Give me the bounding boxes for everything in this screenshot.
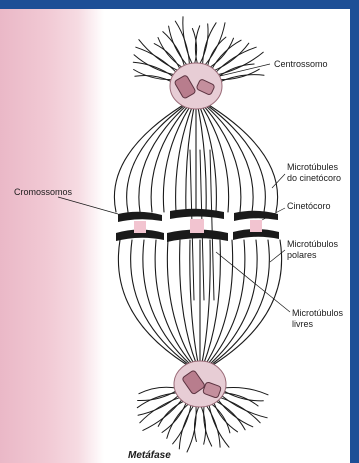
top-aster-ray (139, 40, 178, 71)
spindle-fiber-upper (114, 106, 181, 212)
spindle-fiber-upper (200, 106, 217, 212)
label-microtubulos-livres-line2: livres (292, 319, 314, 329)
kinetochore-right (250, 220, 262, 232)
bottom-aster-ray (140, 397, 181, 423)
leader-microtubulos-polares (270, 250, 285, 262)
label-microtubulos-cinetocoro-line2: do cinetócoro (287, 173, 341, 183)
label-cinetocoro: Cinetócoro (287, 201, 331, 211)
top-aster-ray (175, 21, 189, 64)
label-centrossomo: Centrossomo (274, 59, 328, 69)
spindle-fiber-lower (204, 240, 221, 364)
chromosome-center (167, 209, 228, 242)
top-aster-ray (135, 76, 173, 82)
top-aster-ray (203, 23, 217, 64)
top-aster-ray (220, 75, 264, 82)
spindle-fiber-upper (210, 106, 277, 212)
bottom-aster-ray (220, 397, 261, 423)
leader-centrossomo (220, 64, 270, 76)
top-aster-ray (134, 70, 173, 80)
bottom-aster-ray (223, 390, 263, 400)
label-microtubulos-polares-line2: polares (287, 250, 317, 260)
top-aster-ray (169, 26, 187, 65)
top-aster-ray (183, 17, 192, 64)
top-aster-ray (212, 40, 241, 69)
bottom-aster-ray (139, 387, 177, 394)
label-microtubulos-livres-line1: Microtúbulos (292, 308, 344, 318)
figure-caption: Metáfase (128, 450, 171, 461)
label-microtubulos-cinetocoro-line1: Microtúbules (287, 162, 339, 172)
polar-microtubule (210, 150, 214, 300)
leader-cromossomos (58, 197, 118, 214)
centrosome-top (170, 63, 222, 109)
bottom-aster-ray (222, 393, 258, 406)
spindle-fiber-upper (204, 106, 241, 212)
centrosome-bottom (174, 361, 226, 407)
label-microtubulos-polares-line1: Microtúbulos (287, 239, 339, 249)
chromosome-left (116, 212, 164, 241)
spindle-fiber-lower (190, 240, 198, 364)
kinetochore-left (134, 221, 146, 233)
label-cromossomos: Cromossomos (14, 187, 73, 197)
top-aster-ray (200, 24, 208, 64)
kinetochore-center (190, 219, 204, 233)
leader-lines (58, 64, 290, 312)
spindle-fiber-lower (118, 240, 185, 364)
spindle-fiber-lower (180, 240, 197, 364)
spindle-fiber-upper (151, 106, 188, 212)
top-aster-ray (214, 43, 249, 70)
